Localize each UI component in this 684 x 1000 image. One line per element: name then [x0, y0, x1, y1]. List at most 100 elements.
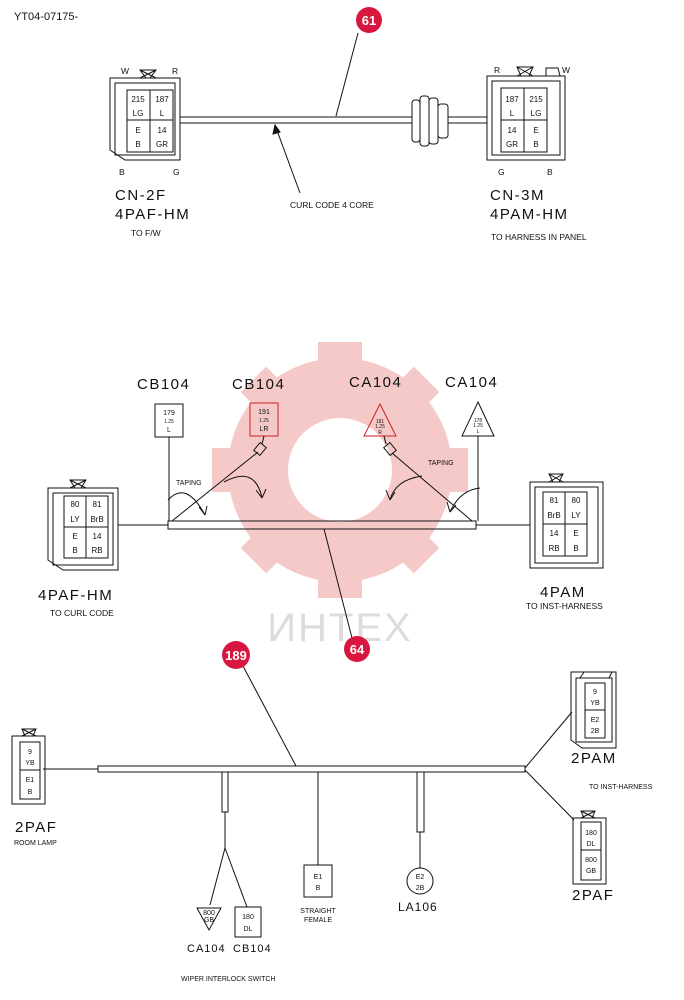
taping-arrow-left-2	[223, 475, 263, 499]
middle-harness	[118, 520, 530, 530]
cn-2f-type: 4PAF-HM	[115, 206, 190, 223]
inst-harness-dest: TO INST-HARNESS	[589, 784, 653, 791]
straight-label: STRAIGHT	[300, 908, 336, 915]
bottom-section	[11, 665, 617, 938]
room-lamp-pin: YB	[25, 760, 35, 767]
connector-4pam-middle	[529, 473, 604, 569]
straight-female-pin: B	[316, 885, 321, 892]
top-labels: W R B G 215 187 LG L E 14 B GR CN-2F 4PA…	[115, 65, 587, 242]
2pam-pin: 9	[593, 689, 597, 696]
curl-cable	[180, 116, 487, 124]
terminal-text: L	[477, 429, 480, 435]
wire-joint	[253, 441, 267, 457]
cn-3m-pin: B	[533, 140, 538, 149]
wire-ca104-181	[391, 452, 473, 522]
cn-3m-mark-g: G	[498, 167, 505, 177]
callout-61-number: 61	[362, 13, 376, 28]
watermark: ИНТЕХ	[212, 342, 468, 650]
cn-2f-pin: 14	[158, 126, 167, 135]
2paf-pin: DL	[587, 841, 596, 848]
connector-cn-3m	[486, 66, 566, 161]
cn-3m-mark-b: B	[547, 167, 553, 177]
female-label: FEMALE	[304, 917, 332, 924]
terminal-label: CA104	[349, 374, 402, 391]
bottom-labels: 9 YB E1 B 2PAF ROOM LAMP 9 YB E2 2B 2PAM…	[14, 689, 653, 983]
middle-right-pin: LY	[571, 511, 581, 520]
cb104-bottom-pin: DL	[244, 926, 253, 933]
terminal-straight-female	[303, 864, 333, 898]
terminal-la106	[406, 867, 434, 895]
cn-2f-pin: 215	[131, 95, 145, 104]
ca104-bottom-pin: GB	[204, 917, 214, 924]
middle-left-pin: BrB	[90, 515, 103, 524]
grommet	[411, 95, 449, 147]
terminal-text: R	[378, 430, 382, 436]
2paf-pin: 800	[585, 857, 597, 864]
2paf-pin: 180	[585, 830, 597, 837]
cn-3m-pin: LG	[531, 109, 542, 118]
cn-2f-dest: TO F/W	[131, 228, 161, 238]
terminal-text: 181	[376, 419, 385, 425]
terminal-text: 1.25	[164, 419, 174, 425]
connector-4paf-hm-middle	[47, 479, 119, 571]
watermark-logo	[212, 342, 468, 598]
room-lamp-pin: 9	[28, 749, 32, 756]
straight-female-pin: E1	[314, 874, 323, 881]
cn-2f-pin: LG	[133, 109, 144, 118]
taping-arrow-right-2	[449, 487, 481, 513]
callout-189-number: 189	[225, 648, 247, 663]
terminal-text: 1.25	[375, 424, 385, 430]
middle-left-pin: 80	[71, 500, 80, 509]
middle-left-type: 4PAF-HM	[38, 587, 113, 604]
cn-3m-mark-w: W	[562, 65, 570, 75]
cn-2f-pin: B	[135, 140, 140, 149]
branch-to-2pam	[524, 711, 573, 769]
cn-2f-mark-g: G	[173, 167, 180, 177]
cn-3m-pin: 14	[508, 126, 517, 135]
cn-3m-type: 4PAM-HM	[490, 206, 569, 223]
cn-3m-dest: TO HARNESS IN PANEL	[491, 232, 587, 242]
wire-joint	[383, 441, 397, 457]
middle-right-type: 4PAM	[540, 584, 586, 601]
cb104-bottom-label: CB104	[233, 943, 272, 955]
wire-cb104-191	[171, 451, 259, 522]
middle-right-pin: 80	[572, 496, 581, 505]
taping-label-right: TAPING	[428, 460, 454, 467]
cn-2f-pin: E	[135, 126, 140, 135]
callout-64-number: 64	[350, 642, 365, 657]
ca104-bottom-label: CA104	[187, 943, 226, 955]
middle-right-pin: RB	[548, 544, 559, 553]
middle-right-pin: 14	[550, 529, 559, 538]
2pam-pin: E2	[591, 717, 600, 724]
callout-189-leader	[242, 665, 297, 767]
cn-3m-mark-r: R	[494, 65, 500, 75]
taping-arrow-left	[167, 492, 206, 516]
cn-2f-pin: L	[160, 109, 165, 118]
terminal-text: 1.25	[473, 423, 483, 429]
branch-wiper	[221, 771, 229, 813]
connector-cn-2f	[109, 69, 181, 161]
bottom-harness	[97, 765, 526, 773]
middle-left-pin: LY	[70, 515, 80, 524]
middle-right-pin: B	[573, 544, 578, 553]
cb104-bottom-pin: 180	[242, 914, 254, 921]
callout-64-leader	[323, 528, 353, 639]
la106-pin: 2B	[416, 885, 425, 892]
branch-la106	[416, 771, 425, 833]
connector-room-lamp	[11, 728, 46, 805]
room-lamp-pin: B	[28, 789, 33, 796]
top-section	[109, 66, 566, 194]
curl-code-label: CURL CODE 4 CORE	[290, 200, 374, 210]
middle-right-pin: E	[573, 529, 578, 538]
ca104-bottom-pin: 800	[203, 910, 215, 917]
cn-2f-pin: 187	[155, 95, 169, 104]
2pam-type: 2PAM	[571, 750, 617, 767]
callout-189: 189	[222, 641, 250, 669]
cn-2f-pin: GR	[156, 140, 168, 149]
2paf-type: 2PAF	[572, 887, 614, 904]
middle-right-dest: TO INST-HARNESS	[526, 601, 603, 611]
cn-3m-pin: GR	[506, 140, 518, 149]
cn-2f-mark-b: B	[119, 167, 125, 177]
callout-64: 64	[344, 636, 370, 662]
